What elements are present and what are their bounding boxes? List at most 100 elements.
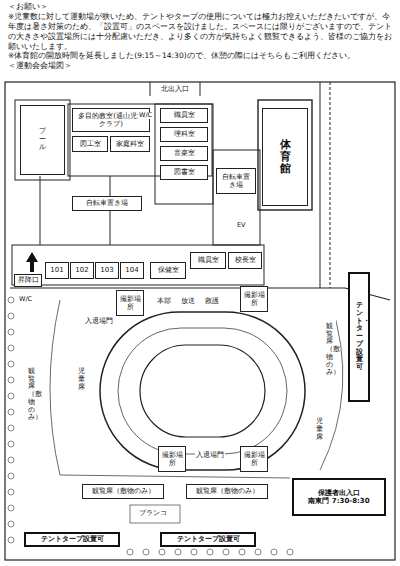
area-box: 保護者出入口南東門 7:30-8:30 bbox=[292, 478, 386, 516]
tree bbox=[8, 345, 14, 351]
area-box: 図書室 bbox=[160, 165, 208, 180]
area-box: 観覧席（敷物のみ） bbox=[186, 484, 268, 499]
area-box: 103 bbox=[95, 262, 119, 279]
area-label: 104 bbox=[125, 266, 138, 274]
map-label: ブランコ bbox=[138, 510, 168, 517]
map-label: 入退場門 bbox=[195, 452, 225, 459]
east-connector bbox=[213, 150, 260, 245]
tree bbox=[143, 549, 149, 555]
tree bbox=[271, 549, 277, 555]
track-outer bbox=[100, 312, 305, 470]
tree bbox=[255, 549, 261, 555]
area-box: 102 bbox=[70, 262, 94, 279]
area-box: テントタープ設置可 bbox=[24, 532, 120, 547]
tree bbox=[8, 393, 14, 399]
notes-block: ＜お願い＞※児童数に対して運動場が狭いため、テントやタープの使用については極力お… bbox=[8, 2, 392, 72]
area-box: 昇降口 bbox=[14, 274, 42, 287]
map-label: 本部 bbox=[156, 298, 172, 305]
area-box: 校長室 bbox=[228, 252, 262, 269]
area-box: 撮影場所 bbox=[240, 446, 268, 472]
area-label: 観覧席（敷物のみ） bbox=[196, 487, 259, 495]
north-gate-line bbox=[150, 82, 151, 96]
area-label: 多目的教室(通山児童クラブ) bbox=[75, 112, 147, 128]
south-wing bbox=[12, 245, 264, 285]
note-text: ※体育館の開放時間を延長しました(9:15～14:30)ので、休憩の際にはそちら… bbox=[8, 51, 392, 61]
map-frame bbox=[5, 82, 395, 560]
map-label: 入退場門 bbox=[84, 318, 114, 325]
tree bbox=[8, 425, 14, 431]
tree bbox=[8, 473, 14, 479]
tree bbox=[8, 361, 14, 367]
area-label: 撮影場所 bbox=[243, 451, 265, 467]
area-label: 保健室 bbox=[158, 266, 179, 274]
map-label: EV bbox=[236, 222, 247, 229]
vertical-area: 児童席 bbox=[312, 410, 326, 450]
gym-outline bbox=[258, 100, 312, 210]
area-label: 児童席 bbox=[316, 418, 323, 441]
tree bbox=[175, 549, 181, 555]
area-label: 理科室 bbox=[174, 130, 195, 138]
vertical-area: プール bbox=[20, 105, 65, 175]
tree bbox=[287, 549, 293, 555]
corridor bbox=[40, 176, 41, 245]
tree bbox=[207, 549, 213, 555]
area-box: 保健室 bbox=[150, 262, 186, 279]
north-gate-line bbox=[200, 82, 201, 96]
swing-frame bbox=[130, 505, 180, 523]
area-box: 図工室 bbox=[72, 136, 108, 152]
vertical-area: テント・タープ設置可 bbox=[348, 272, 370, 402]
tree bbox=[8, 489, 14, 495]
vertical-area: 児童席 bbox=[74, 360, 88, 400]
track-inner bbox=[140, 345, 265, 437]
tree bbox=[8, 521, 14, 527]
area-label: 観覧席（敷物のみ） bbox=[28, 368, 35, 422]
area-label: 児童席 bbox=[78, 368, 85, 391]
area-label: 自転車置き場 bbox=[219, 173, 253, 189]
area-box: 撮影場所 bbox=[158, 446, 186, 472]
area-label: テント・タープ設置可 bbox=[356, 302, 363, 371]
tree bbox=[127, 549, 133, 555]
area-label: 職員室 bbox=[174, 111, 195, 119]
area-label: 家庭科室 bbox=[116, 140, 144, 148]
area-label: 体育館 bbox=[280, 139, 291, 175]
tree bbox=[8, 329, 14, 335]
area-label: 撮影場所 bbox=[161, 451, 183, 467]
tree-row bbox=[8, 297, 293, 555]
area-box: 撮影場所 bbox=[240, 286, 268, 312]
area-box: 自転車置き場 bbox=[72, 196, 142, 211]
area-box: 理科室 bbox=[160, 127, 208, 142]
tree bbox=[159, 549, 165, 555]
vertical-area: 観覧席（敷物のみ） bbox=[24, 345, 38, 445]
entrance-arrow bbox=[26, 252, 38, 272]
area-label: 保護者出入口 bbox=[318, 489, 360, 497]
road-edge bbox=[320, 82, 321, 288]
area-label: 南東門 7:30-8:30 bbox=[308, 497, 369, 505]
area-label: 昇降口 bbox=[18, 276, 39, 284]
area-label: 自転車置き場 bbox=[86, 199, 128, 207]
tree bbox=[223, 549, 229, 555]
pool-enclosure bbox=[15, 100, 70, 180]
area-label: 観覧席（敷物のみ） bbox=[326, 323, 333, 377]
area-box: 家庭科室 bbox=[110, 136, 150, 152]
tree bbox=[8, 441, 14, 447]
area-label: 職員室 bbox=[198, 256, 219, 264]
map-label: 放送 bbox=[180, 298, 196, 305]
tree bbox=[8, 537, 14, 543]
area-label: 図書室 bbox=[174, 168, 195, 176]
note-text: ＜お願い＞ bbox=[8, 2, 392, 12]
area-box: 音楽室 bbox=[160, 146, 208, 161]
area-box: 観覧席（敷物のみ） bbox=[82, 484, 164, 499]
area-label: テントタープ設置可 bbox=[177, 535, 240, 543]
area-label: 102 bbox=[75, 266, 88, 274]
area-label: 音楽室 bbox=[174, 149, 195, 157]
area-label: 観覧席（敷物のみ） bbox=[92, 487, 155, 495]
area-box: テントタープ設置可 bbox=[160, 532, 256, 547]
tree bbox=[191, 549, 197, 555]
tree bbox=[8, 505, 14, 511]
map-label: W/C bbox=[138, 112, 153, 119]
map-label: W/C bbox=[18, 296, 33, 303]
tree bbox=[8, 297, 14, 303]
area-box: 104 bbox=[120, 262, 144, 279]
area-label: 図工室 bbox=[80, 140, 101, 148]
area-box: 自転車置き場 bbox=[216, 168, 256, 194]
